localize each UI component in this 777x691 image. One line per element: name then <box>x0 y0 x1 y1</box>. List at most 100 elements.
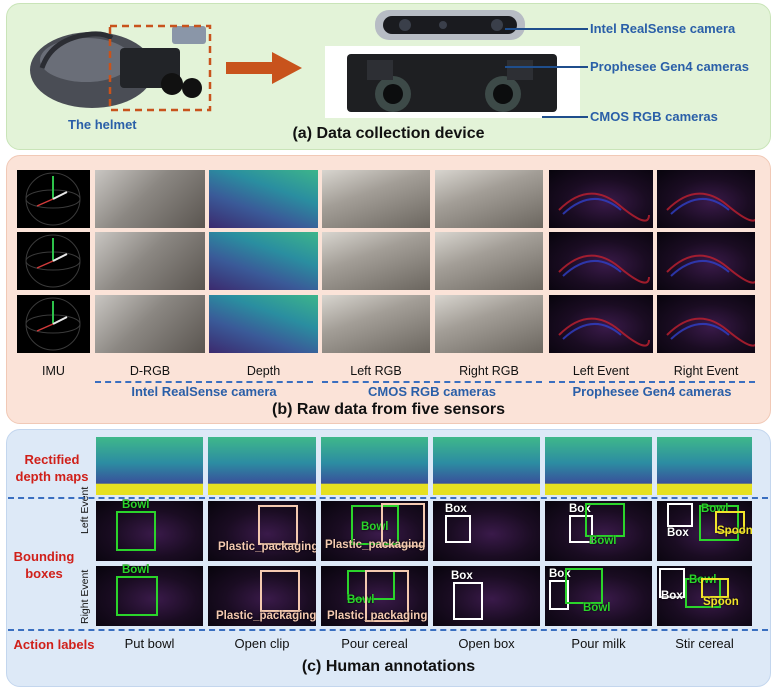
left-event-sub-label: Left Event <box>79 486 91 534</box>
action-label-5: Pour milk <box>571 636 626 651</box>
raw-cell-r2-c3 <box>209 232 318 290</box>
prophesee-group-label: Prophesee Gen4 cameras <box>572 384 732 399</box>
raw-cell-r1-c7 <box>657 170 755 228</box>
annot-cell-r2-c2 <box>208 501 316 561</box>
bounding-box-bowl <box>699 505 739 541</box>
raw-cell-r3-c1 <box>17 295 90 353</box>
annot-cell-r3-c4 <box>433 566 540 626</box>
bounding-box-plastic <box>381 503 425 547</box>
raw-cell-r1-c4 <box>322 170 430 228</box>
caption-b: (b) Raw data from five sensors <box>272 401 505 418</box>
box-label-plastic: Plastic_packaging <box>218 541 316 553</box>
cmos-camera-label: CMOS RGB cameras <box>590 109 718 124</box>
cmos-group-label: CMOS RGB cameras <box>368 384 496 399</box>
column-label-6: Left Event <box>572 364 630 378</box>
box-label-box: Box <box>445 503 467 515</box>
bounding-box-bowl <box>351 505 399 545</box>
annot-cell-r2-c4 <box>433 501 540 561</box>
annot-cell-r3-c5 <box>545 566 652 626</box>
action-label-6: Stir cereal <box>675 636 734 651</box>
column-label-5: Right RGB <box>459 364 519 378</box>
device-illustration <box>325 10 580 118</box>
bounding-box-spoon <box>701 578 729 598</box>
raw-cell-r2-c4 <box>322 232 430 290</box>
annot-cell-r1-c5 <box>545 437 652 495</box>
realsense-group-label: Intel RealSense camera <box>131 384 277 399</box>
pointer-realsense <box>505 28 588 30</box>
cmos-group-divider <box>322 381 542 383</box>
box-label-bowl: Bowl <box>122 499 150 511</box>
depth-row-divider <box>8 497 768 499</box>
box-label-bowl: Bowl <box>589 535 617 547</box>
orange-arrow-icon <box>226 52 302 84</box>
bounding-box-box <box>569 515 593 543</box>
realsense-group-divider <box>95 381 313 383</box>
raw-cell-r1-c3 <box>209 170 318 228</box>
raw-cell-r3-c2 <box>95 295 205 353</box>
box-label-box: Box <box>661 590 683 602</box>
pointer-prophesee <box>505 66 588 68</box>
bounding-box-bowl <box>116 576 158 616</box>
box-label-plastic: Plastic_packaging <box>327 610 428 622</box>
bounding-box-box <box>453 582 483 620</box>
bounding-box-bowl <box>585 503 625 537</box>
action-label-1: Put bowl <box>124 636 175 651</box>
right-event-sub-label: Right Event <box>79 569 91 624</box>
raw-cell-r3-c7 <box>657 295 755 353</box>
box-label-bowl: Bowl <box>347 594 375 606</box>
annot-cell-r1-c1 <box>96 437 203 495</box>
annot-cell-r3-c3 <box>321 566 428 626</box>
raw-cell-r1-c5 <box>435 170 543 228</box>
annot-cell-r1-c4 <box>433 437 540 495</box>
helmet-label: The helmet <box>68 117 137 132</box>
action-labels-row-label: Action labels <box>13 637 95 652</box>
raw-cell-r2-c5 <box>435 232 543 290</box>
caption-c: (c) Human annotations <box>301 658 476 675</box>
action-label-2: Open clip <box>234 636 290 651</box>
raw-cell-r3-c4 <box>322 295 430 353</box>
raw-cell-r1-c2 <box>95 170 205 228</box>
column-label-7: Right Event <box>673 364 739 378</box>
caption-a: (a) Data collection device <box>292 125 485 142</box>
box-label-bowl: Bowl <box>122 564 150 576</box>
annot-cell-r1-c2 <box>208 437 316 495</box>
pointer-cmos <box>542 116 588 118</box>
annot-cell-r1-c6 <box>657 437 752 495</box>
box-label-spoon: Spoon <box>703 596 739 608</box>
column-label-4: Left RGB <box>350 364 402 378</box>
bounding-box-spoon <box>715 511 745 533</box>
raw-cell-r2-c7 <box>657 232 755 290</box>
depth-maps-row-label: Rectified depth maps <box>15 452 89 484</box>
boxes-row-divider <box>8 629 768 631</box>
box-label-spoon: Spoon <box>717 525 752 537</box>
box-label-box: Box <box>667 527 689 539</box>
raw-cell-r3-c5 <box>435 295 543 353</box>
raw-cell-r2-c6 <box>549 232 653 290</box>
bounding-box-plastic <box>365 570 409 622</box>
bounding-box-box <box>667 503 693 527</box>
column-label-2: D-RGB <box>129 364 171 378</box>
annot-cell-r1-c3 <box>321 437 428 495</box>
helmet-illustration <box>30 24 212 112</box>
box-label-bowl: Bowl <box>583 602 611 614</box>
realsense-camera-label: Intel RealSense camera <box>590 21 736 36</box>
bounding-boxes-row-label: Bounding boxes <box>13 549 75 581</box>
annot-cell-r2-c5 <box>545 501 652 561</box>
prophesee-group-divider <box>549 381 755 383</box>
box-label-plastic: Plastic_packaging <box>216 610 316 622</box>
column-label-1: IMU <box>42 364 65 378</box>
raw-cell-r3-c6 <box>549 295 653 353</box>
bounding-box-bowl <box>116 511 156 551</box>
bounding-box-box <box>549 580 569 610</box>
action-label-4: Open box <box>458 636 515 651</box>
raw-cell-r2-c1 <box>17 232 90 290</box>
annot-cell-r2-c3 <box>321 501 428 561</box>
box-label-box: Box <box>451 570 473 582</box>
raw-cell-r1-c6 <box>549 170 653 228</box>
bounding-box-plastic <box>258 505 298 545</box>
raw-cell-r1-c1 <box>17 170 90 228</box>
box-label-plastic: Plastic_packaging <box>325 539 426 551</box>
bounding-box-plastic <box>260 570 300 612</box>
bounding-box-box <box>445 515 471 543</box>
column-label-3: Depth <box>246 364 281 378</box>
